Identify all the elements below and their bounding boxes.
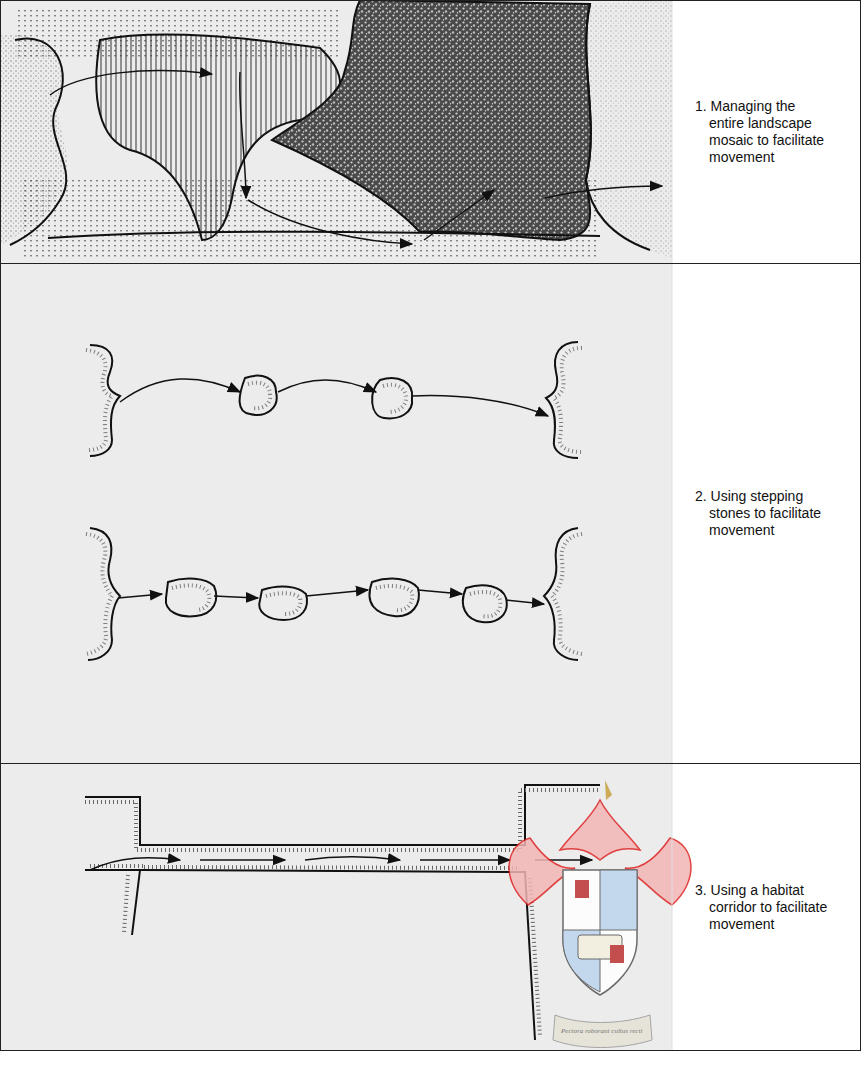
crest-motto: Pectora roborant cultus recti <box>561 1027 642 1035</box>
panel-frame: 3. Using a habitat corridor to facilitat… <box>0 763 861 1051</box>
panel-frame: 1. Managing the entire landscape mosaic … <box>0 0 861 264</box>
panel-label: 3. Using a habitat corridor to facilitat… <box>695 882 833 933</box>
panel-label: 2. Using stepping stones to facilitate m… <box>695 488 833 539</box>
panel-label: 1. Managing the entire landscape mosaic … <box>695 98 833 166</box>
panel-frame: 2. Using stepping stones to facilitate m… <box>0 263 861 764</box>
